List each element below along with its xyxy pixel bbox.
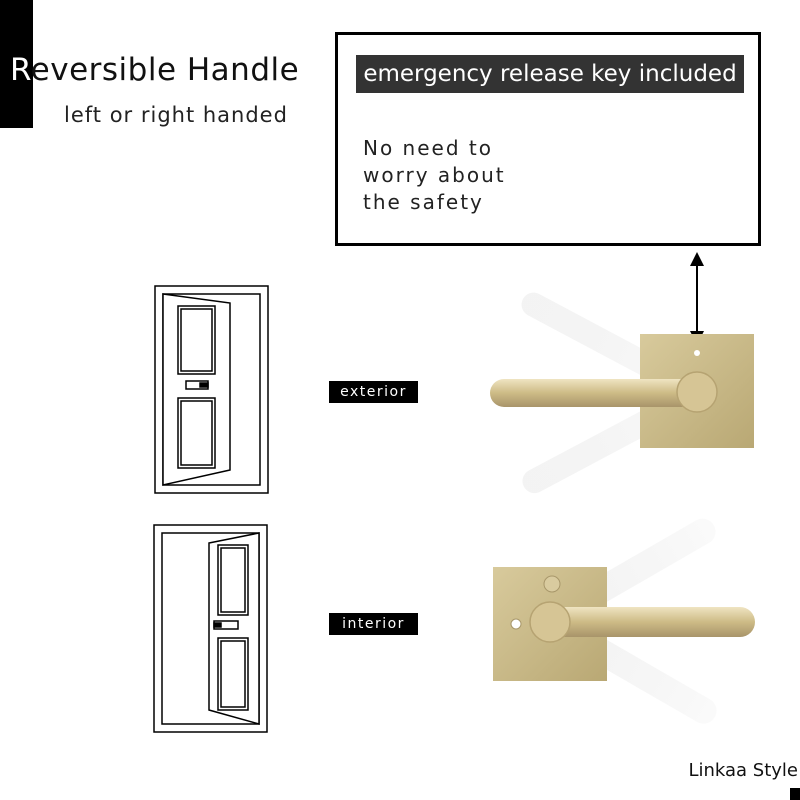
page-title: Reversible Handle xyxy=(10,52,299,88)
callout-line: No need to xyxy=(363,136,493,160)
callout-text: No need to worry about the safety xyxy=(363,135,506,216)
callout-banner: emergency release key included xyxy=(356,55,744,93)
double-arrow-icon xyxy=(690,252,704,345)
exterior-label: exterior xyxy=(329,381,418,403)
callout-line: the safety xyxy=(363,190,484,214)
title-first-letter: R xyxy=(10,52,31,88)
brand-name: Linkaa Style xyxy=(688,760,798,781)
title-accent-bar xyxy=(0,0,33,128)
emergency-key-callout: emergency release key included No need t… xyxy=(335,32,761,246)
title-rest: eversible Handle xyxy=(30,52,300,88)
callout-line: worry about xyxy=(363,163,506,187)
interior-handle xyxy=(493,518,755,724)
exterior-handle xyxy=(490,292,754,494)
door-open-right-icon xyxy=(154,285,269,494)
door-open-left-icon xyxy=(153,524,268,733)
brand-mark xyxy=(790,788,800,800)
interior-label: interior xyxy=(329,613,418,635)
page-subtitle: left or right handed xyxy=(64,103,288,127)
